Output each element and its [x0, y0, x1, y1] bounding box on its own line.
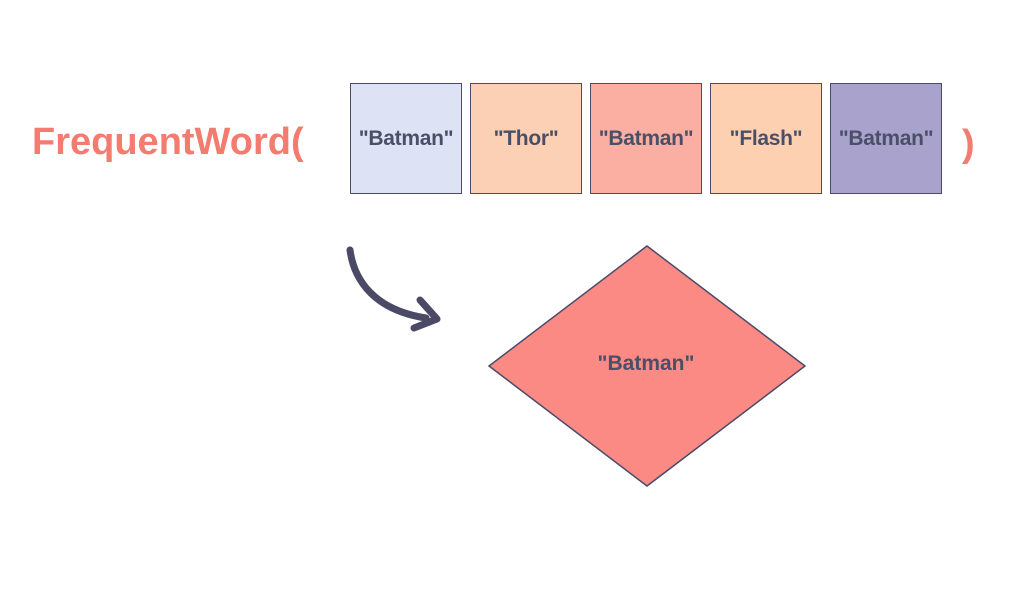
- word-cell-label: "Batman": [838, 126, 934, 150]
- result-diamond-shape: [487, 245, 807, 487]
- curved-arrow-icon: [346, 246, 441, 332]
- word-cell-label: "Thor": [493, 126, 559, 150]
- word-cell-label: "Batman": [358, 126, 454, 150]
- function-name: FrequentWord(: [32, 121, 304, 163]
- result-label: "Batman": [597, 352, 695, 375]
- word-cell-5: "Batman": [830, 83, 942, 194]
- word-cell-1: "Batman": [350, 83, 462, 194]
- result-diamond: [487, 245, 807, 487]
- word-cell-2: "Thor": [470, 83, 582, 194]
- word-cell-3: "Batman": [590, 83, 702, 194]
- closing-parenthesis: ): [962, 123, 975, 165]
- word-cell-label: "Batman": [598, 126, 694, 150]
- word-cell-label: "Flash": [729, 126, 803, 150]
- word-cell-4: "Flash": [710, 83, 822, 194]
